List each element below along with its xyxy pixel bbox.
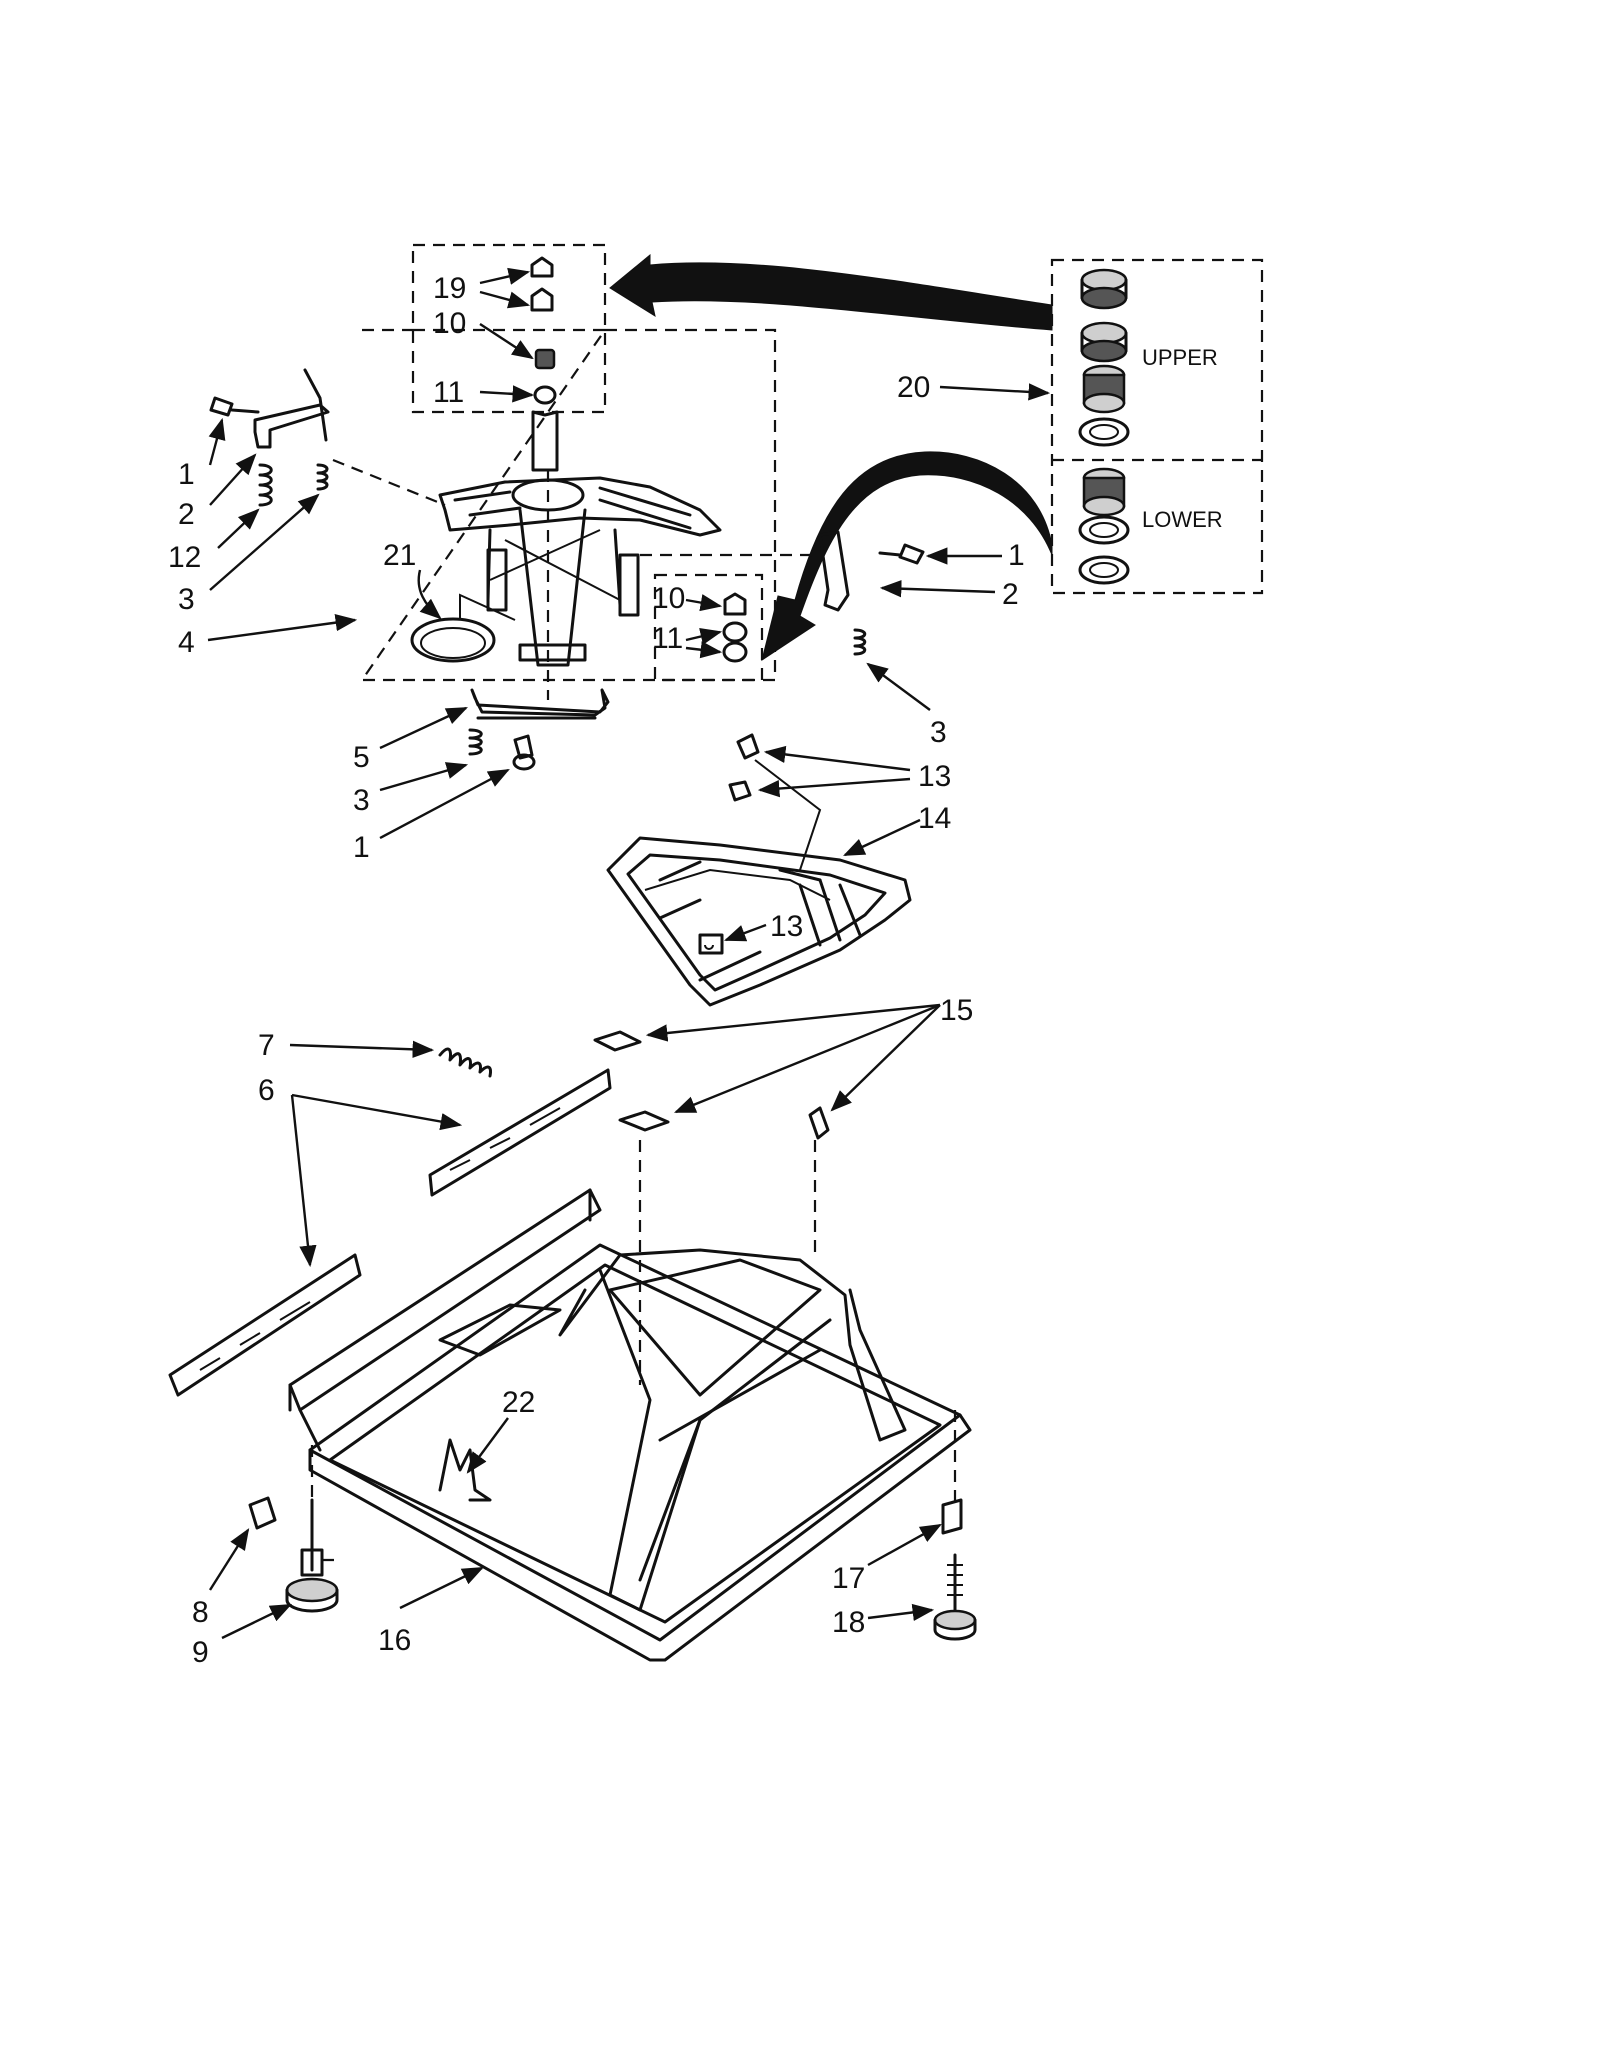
braces-6	[168, 1068, 612, 1397]
lower-bracket-parts	[468, 688, 610, 771]
callout-1-lower: 1	[353, 831, 370, 864]
clips-13	[698, 733, 822, 955]
callout-10-lower: 10	[652, 582, 685, 615]
callout-1-left: 1	[178, 458, 195, 491]
callout-11-lower: 11	[652, 622, 683, 655]
callout-15: 15	[940, 994, 973, 1027]
kit-20-box	[1050, 258, 1264, 595]
callout-1-right: 1	[1008, 539, 1025, 572]
kit-10-11-lower-box	[653, 573, 764, 682]
left-bracket-parts	[209, 368, 446, 507]
callout-7: 7	[258, 1029, 275, 1062]
assembly-4-box	[359, 328, 777, 682]
callout-2-right: 2	[1002, 578, 1019, 611]
callout-3-left: 3	[178, 583, 195, 616]
upper-caption: UPPER	[1142, 345, 1218, 370]
leg-left-8-9	[248, 1445, 340, 1613]
clip-22	[438, 1438, 492, 1502]
tub-support-14	[606, 836, 912, 1007]
upper-kit-parts	[530, 256, 557, 405]
callout-4: 4	[178, 626, 195, 659]
callout-18: 18	[832, 1606, 865, 1639]
leg-right-17-18	[933, 1410, 977, 1641]
suspension-assembly-4	[438, 410, 722, 700]
callout-17: 17	[832, 1562, 865, 1595]
callout-12: 12	[168, 541, 201, 574]
callout-21: 21	[383, 539, 416, 572]
upper-seal-2	[1080, 321, 1128, 363]
callout-10-upper: 10	[433, 307, 466, 340]
base-frame-16	[288, 1188, 972, 1662]
right-bracket-parts	[640, 530, 925, 656]
upper-bearing	[1082, 364, 1126, 414]
lower-bearing	[1082, 467, 1126, 517]
callout-6: 6	[258, 1074, 275, 1107]
lower-kit-parts	[722, 592, 748, 663]
callout-labels: 1 2 12 3 4 19 10 11 21 10 11 20 1 2 3 5 …	[168, 272, 1025, 1669]
pads-15	[593, 1030, 830, 1385]
spring-7	[438, 1047, 492, 1078]
callout-14: 14	[918, 802, 951, 835]
callout-11-upper: 11	[433, 376, 464, 409]
lower-washer-2	[1078, 555, 1130, 585]
lower-washer-1	[1078, 515, 1130, 545]
lower-caption: LOWER	[1142, 507, 1223, 532]
leader-lines	[207, 267, 1051, 1640]
callout-2-left: 2	[178, 498, 195, 531]
callout-20: 20	[897, 371, 930, 404]
upper-kit-arrow	[609, 253, 1053, 331]
callout-5: 5	[353, 741, 370, 774]
callout-13-upper: 13	[918, 760, 951, 793]
callout-3-lower: 3	[353, 784, 370, 817]
callout-9: 9	[192, 1636, 209, 1669]
bearing-kit-20	[1078, 268, 1130, 585]
callout-22: 22	[502, 1386, 535, 1419]
callout-19: 19	[433, 272, 466, 305]
lower-kit-arrow	[761, 451, 1053, 662]
ring-21	[410, 593, 516, 663]
kit-19-10-11-box	[411, 243, 607, 414]
callout-8: 8	[192, 1596, 209, 1629]
callout-13-lower: 13	[770, 910, 803, 943]
callout-16: 16	[378, 1624, 411, 1657]
callout-3-right: 3	[930, 716, 947, 749]
upper-seal-1	[1080, 268, 1128, 310]
upper-washer	[1078, 417, 1130, 447]
